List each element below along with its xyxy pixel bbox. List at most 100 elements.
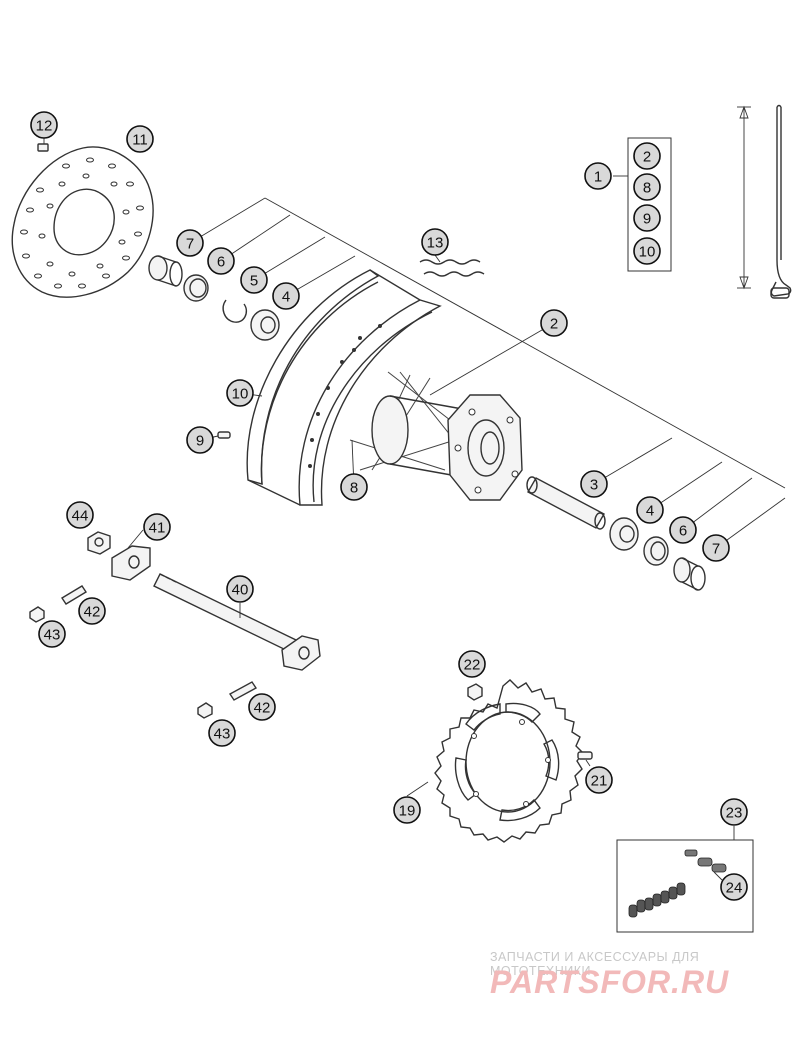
callout-number: 12: [36, 118, 53, 135]
callout-c6b: 6: [669, 516, 697, 544]
brake-disc-part: [11, 146, 154, 298]
callout-circle: [126, 125, 154, 153]
callout-circle: [421, 228, 449, 256]
callout-number: 2: [643, 149, 651, 166]
callout-c19: 19: [393, 796, 421, 824]
callout-circle: [240, 266, 268, 294]
callout-c8b: 8: [340, 473, 368, 501]
callout-number: 7: [712, 541, 720, 558]
callout-number: 22: [464, 657, 481, 674]
seal-left-part: [183, 274, 209, 302]
bearing-right-part: [609, 517, 639, 551]
seal-right-part: [643, 536, 669, 566]
callout-c3: 3: [580, 470, 608, 498]
sprocket-nut-part: [467, 683, 483, 701]
callout-circle: [186, 426, 214, 454]
callout-circle: [248, 693, 276, 721]
callout-number: 5: [250, 273, 258, 290]
callout-c41: 41: [143, 513, 171, 541]
callout-c43b: 43: [208, 719, 236, 747]
callout-number: 21: [591, 773, 608, 790]
callout-c21: 21: [585, 766, 613, 794]
callout-number: 23: [726, 805, 743, 822]
callout-circle: [207, 247, 235, 275]
hub-part: [349, 371, 523, 501]
circlip-part: [222, 299, 248, 323]
axle-part: [153, 573, 321, 671]
callout-number: 8: [350, 480, 358, 497]
callout-c9b: 9: [186, 426, 214, 454]
nipple-part: [217, 431, 231, 439]
chain-part: [616, 826, 754, 933]
callout-circle: [66, 501, 94, 529]
callout-number: 2: [550, 316, 558, 333]
spacer-left-part: [148, 255, 183, 287]
callout-c42b: 42: [248, 693, 276, 721]
callout-number: 6: [679, 523, 687, 540]
leader-lines-lower: [593, 437, 786, 549]
watermark-logo: PARTSFOR.RU: [490, 964, 730, 1000]
callout-c10b: 10: [226, 379, 254, 407]
watermark-tagline: ЗАПЧАСТИ И АКСЕССУАРЫ ДЛЯ МОТОТЕХНИКИ: [490, 950, 700, 978]
callout-circle: [393, 796, 421, 824]
callout-number: 44: [72, 508, 89, 525]
callout-number: 11: [132, 132, 148, 149]
callout-c8a: 8: [633, 173, 661, 201]
callout-number: 10: [639, 244, 656, 261]
callout-circle: [580, 470, 608, 498]
chain-adjuster-left-part: [111, 545, 151, 581]
callout-circle: [38, 620, 66, 648]
callout-number: 43: [44, 627, 61, 644]
callout-c6a: 6: [207, 247, 235, 275]
callout-circle: [208, 719, 236, 747]
disc-bolt-part: [37, 138, 49, 152]
callout-circle: [458, 650, 486, 678]
callout-circle: [636, 496, 664, 524]
callout-circle: [176, 229, 204, 257]
callout-number: 42: [254, 700, 271, 717]
callout-c22: 22: [458, 650, 486, 678]
callout-c7b: 7: [702, 534, 730, 562]
callout-number: 10: [232, 386, 249, 403]
callout-circle: [340, 473, 368, 501]
callout-number: 7: [186, 236, 194, 253]
callout-number: 1: [594, 169, 602, 186]
callout-c11: 11: [126, 125, 154, 153]
callout-number: 19: [399, 803, 416, 820]
spoke-part: [737, 104, 792, 299]
callout-number: 8: [643, 180, 651, 197]
callout-circle: [669, 516, 697, 544]
callout-c44: 44: [66, 501, 94, 529]
sprocket-part: [434, 679, 584, 843]
callout-number: 43: [214, 726, 231, 743]
callout-circle: [226, 575, 254, 603]
callout-number: 40: [232, 582, 249, 599]
callout-circle: [584, 162, 612, 190]
callout-circle: [720, 873, 748, 901]
callout-c23: 23: [720, 798, 748, 826]
callout-circle: [226, 379, 254, 407]
callout-c9a: 9: [633, 204, 661, 232]
callout-c42a: 42: [78, 597, 106, 625]
callout-number: 9: [196, 433, 204, 450]
callout-number: 24: [726, 880, 743, 897]
callout-number: 4: [282, 289, 290, 306]
spacer-right-part: [673, 557, 706, 591]
adjuster-nut-right-part: [197, 702, 213, 719]
callout-circle: [30, 111, 58, 139]
callout-number: 42: [84, 604, 101, 621]
callout-c2b: 2: [540, 309, 568, 337]
callout-c7a: 7: [176, 229, 204, 257]
callout-number: 3: [590, 477, 598, 494]
callout-circle: [633, 173, 661, 201]
rim-tape-part: [419, 254, 485, 277]
callout-circle: [272, 282, 300, 310]
callout-c10a: 10: [633, 237, 661, 265]
callout-number: 4: [646, 503, 654, 520]
sprocket-bolt-part: [577, 751, 593, 767]
callout-circle: [633, 237, 661, 265]
callout-c2a: 2: [633, 142, 661, 170]
callout-circle: [143, 513, 171, 541]
